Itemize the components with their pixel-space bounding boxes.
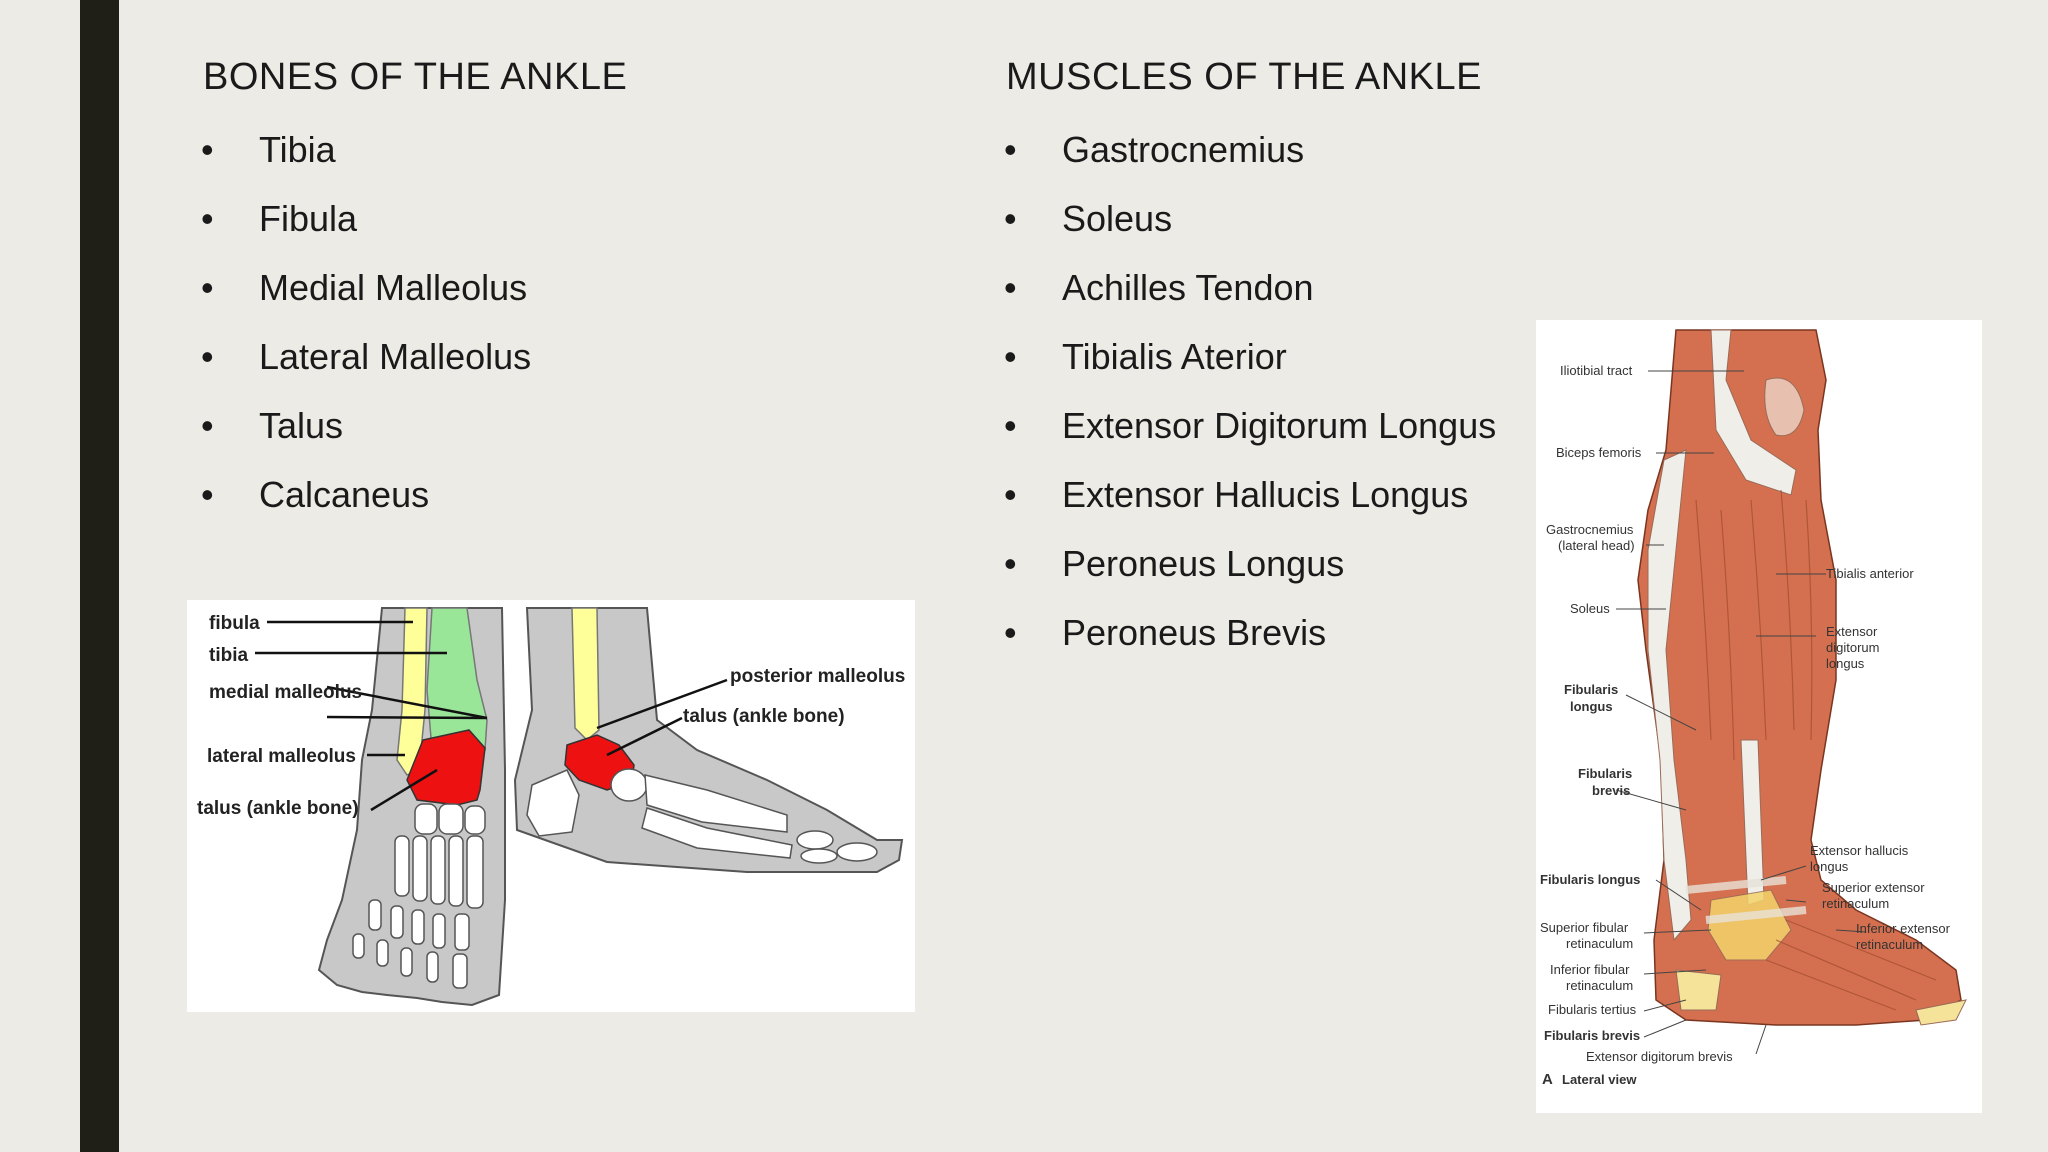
label-fibularis-longus-tendon: Fibularis longus <box>1540 872 1640 887</box>
bullet: • <box>201 129 214 170</box>
bullet: • <box>201 267 214 308</box>
label-iliotibial-tract: Iliotibial tract <box>1560 363 1633 378</box>
label-tibia: tibia <box>209 645 248 666</box>
label-extensor-digitorum-longus: Extensor <box>1826 624 1878 639</box>
bullet: • <box>201 405 214 446</box>
bullet: • <box>1004 336 1017 377</box>
svg-text:retinaculum: retinaculum <box>1822 896 1889 911</box>
label-superior-extensor-retinaculum: Superior extensor <box>1822 880 1925 895</box>
bullet: • <box>1004 129 1017 170</box>
svg-text:retinaculum: retinaculum <box>1566 936 1633 951</box>
label-fibula: fibula <box>209 613 260 634</box>
bullet: • <box>1004 474 1017 515</box>
svg-text:longus: longus <box>1810 859 1849 874</box>
label-talus-front: talus (ankle bone) <box>197 798 359 819</box>
label-view-letter: A <box>1542 1071 1553 1088</box>
label-lateral-view: Lateral view <box>1562 1072 1637 1087</box>
label-soleus: Soleus <box>1570 601 1610 616</box>
muscles-heading: MUSCLES OF THE ANKLE <box>1006 56 1482 98</box>
bullet: • <box>201 474 214 515</box>
label-inferior-fibular-retinaculum: Inferior fibular <box>1550 962 1630 977</box>
label-fibularis-brevis: Fibularis <box>1578 766 1632 781</box>
left-accent-bar <box>80 0 119 1152</box>
bullet: • <box>1004 543 1017 584</box>
label-fibularis-longus: Fibularis <box>1564 682 1618 697</box>
label-superior-fibular-retinaculum: Superior fibular <box>1540 920 1629 935</box>
bullet: • <box>1004 405 1017 446</box>
bullet: • <box>201 198 214 239</box>
label-gastrocnemius: Gastrocnemius <box>1546 522 1634 537</box>
label-posterior-malleolus: posterior malleolus <box>730 666 905 687</box>
label-tibialis-anterior: Tibialis anterior <box>1826 566 1914 581</box>
bullet: • <box>1004 612 1017 653</box>
bullet: • <box>1004 267 1017 308</box>
label-extensor-digitorum-brevis: Extensor digitorum brevis <box>1586 1049 1733 1064</box>
svg-text:brevis: brevis <box>1592 783 1630 798</box>
svg-text:longus: longus <box>1826 656 1865 671</box>
ankle-bones-diagram: fibula tibia medial malleolus lateral ma… <box>187 600 915 1012</box>
svg-text:retinaculum: retinaculum <box>1856 937 1923 952</box>
label-biceps-femoris: Biceps femoris <box>1556 445 1642 460</box>
label-talus-side: talus (ankle bone) <box>683 706 845 727</box>
bullet: • <box>201 336 214 377</box>
leg-muscles-diagram: Iliotibial tract Biceps femoris Gastrocn… <box>1536 320 1982 1113</box>
svg-text:longus: longus <box>1570 699 1613 714</box>
label-medial-malleolus: medial malleolus <box>209 682 362 703</box>
bones-heading: BONES OF THE ANKLE <box>203 56 628 98</box>
label-fibularis-tertius: Fibularis tertius <box>1548 1002 1637 1017</box>
bullet: • <box>1004 198 1017 239</box>
svg-text:retinaculum: retinaculum <box>1566 978 1633 993</box>
label-extensor-hallucis-longus: Extensor hallucis <box>1810 843 1909 858</box>
svg-text:digitorum: digitorum <box>1826 640 1879 655</box>
label-inferior-extensor-retinaculum: Inferior extensor <box>1856 921 1951 936</box>
label-gastrocnemius-head: (lateral head) <box>1558 538 1635 553</box>
label-fibularis-brevis-tendon: Fibularis brevis <box>1544 1028 1640 1043</box>
label-lateral-malleolus: lateral malleolus <box>207 746 356 767</box>
